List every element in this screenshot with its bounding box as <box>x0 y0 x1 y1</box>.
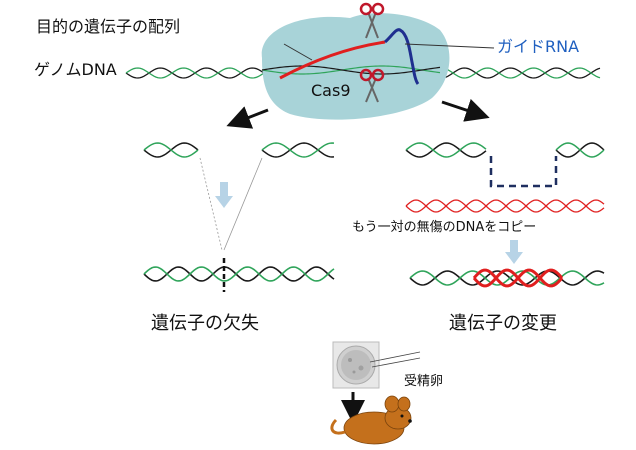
copy-note-label: もう一対の無傷のDNAをコピー <box>352 220 537 235</box>
scissors-icon <box>359 68 385 103</box>
cut-dna-right-fragment <box>261 142 335 158</box>
genome-dna-right <box>429 67 601 79</box>
cut-dna-left-fragment <box>405 142 487 158</box>
arrow-to-deletion <box>226 106 269 129</box>
modified-dna <box>409 268 605 288</box>
fertilized-egg-icon <box>332 341 380 389</box>
template-dna <box>405 199 605 213</box>
gap-outline <box>489 156 558 188</box>
arrow-to-modification <box>441 98 490 122</box>
guide-leader-line <box>404 43 495 49</box>
scissors-icon <box>359 2 385 39</box>
join-guide-line <box>199 157 223 251</box>
fertilized-egg-label: 受精卵 <box>404 374 444 389</box>
mouse-icon <box>330 395 412 445</box>
genome-dna-left <box>125 67 271 79</box>
join-guide-line <box>223 157 263 251</box>
guide-rna-label: ガイドRNA <box>497 37 580 56</box>
cas9-protein <box>261 13 450 120</box>
cut-dna-left-fragment <box>143 142 199 158</box>
genome-dna-label: ゲノムDNA <box>34 60 117 79</box>
target-leader-line <box>283 43 313 61</box>
gene-modification-label: 遺伝子の変更 <box>449 313 557 334</box>
target-strand <box>279 40 386 80</box>
gene-deletion-label: 遺伝子の欠失 <box>151 313 259 334</box>
needle-line <box>369 351 421 363</box>
target-sequence-label: 目的の遺伝子の配列 <box>36 17 181 36</box>
down-arrow-icon <box>505 240 523 264</box>
needle-line <box>371 357 421 368</box>
down-arrow-icon <box>215 182 233 208</box>
rejoined-dna <box>143 266 335 282</box>
cut-dna-right-fragment <box>555 142 605 158</box>
cas9-label: Cas9 <box>311 81 351 100</box>
